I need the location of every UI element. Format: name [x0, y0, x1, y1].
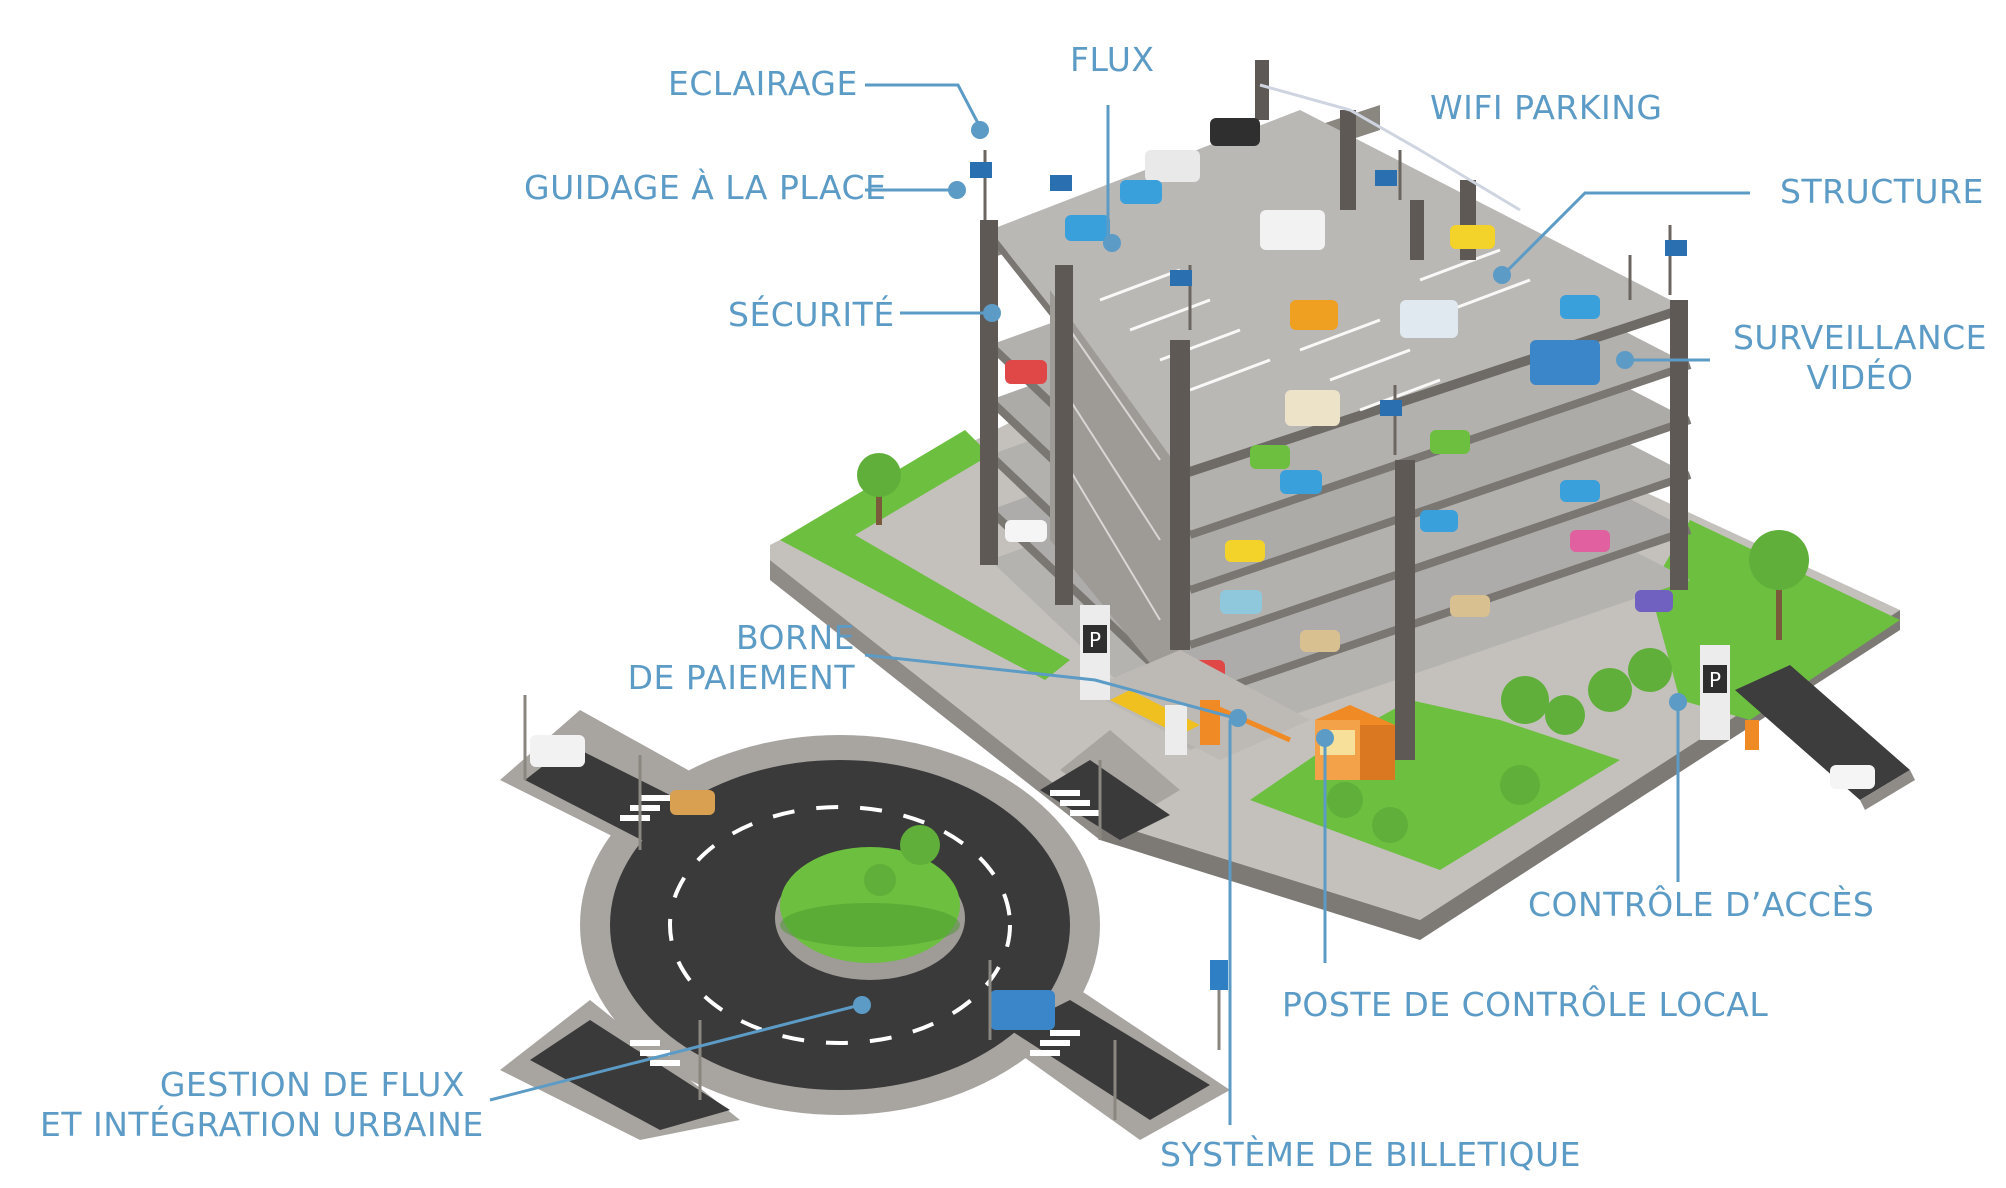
pedestrian-sign: [1210, 960, 1228, 990]
car: [1430, 430, 1470, 454]
car: [1210, 118, 1260, 146]
label-surveillance-line-2: VIDÉO: [1806, 358, 1914, 397]
solar-panel: [970, 162, 992, 178]
bus: [1260, 210, 1325, 250]
label-structure: STRUCTURE: [1780, 172, 1984, 211]
roundabout-intersection: [500, 695, 1230, 1140]
parking-sign-left: P: [1080, 605, 1110, 700]
exit-barrier: [1745, 720, 1759, 750]
pillar: [1255, 60, 1269, 120]
trees: [857, 453, 1809, 843]
car: [1065, 215, 1110, 241]
pillar: [1340, 110, 1356, 210]
solar-panel: [1375, 170, 1397, 186]
callout-dot: [971, 121, 989, 139]
callout-dot: [1493, 266, 1511, 284]
callout-dot: [1316, 729, 1334, 747]
car: [1635, 590, 1673, 612]
callout-dot: [1229, 709, 1247, 727]
car: [1560, 295, 1600, 319]
callout-dot: [983, 304, 1001, 322]
pillar: [1055, 265, 1073, 605]
pillar: [1410, 200, 1424, 260]
label-borne-de-paiement: BORNE DE PAIEMENT: [600, 618, 855, 698]
deck-top: [990, 110, 1680, 470]
label-gestion-line-1: GESTION DE FLUX: [159, 1065, 465, 1104]
exit-road-curb: [1860, 770, 1915, 810]
car: [1005, 520, 1047, 542]
label-gestion-line-2: ET INTÉGRATION URBAINE: [40, 1105, 484, 1144]
bus: [1530, 340, 1600, 385]
label-wifi-parking: WIFI PARKING: [1430, 88, 1663, 127]
solar-panel: [1050, 175, 1072, 191]
van: [1285, 390, 1340, 426]
label-gestion-de-flux: GESTION DE FLUX ET INTÉGRATION URBAINE: [40, 1065, 484, 1145]
solar-panel: [1380, 400, 1402, 416]
van: [530, 735, 585, 767]
exit-road: [1735, 665, 1910, 800]
pillar: [1670, 300, 1688, 590]
callout-dot: [948, 181, 966, 199]
car: [1450, 595, 1490, 617]
car: [670, 790, 715, 815]
car: [1830, 765, 1875, 789]
label-surveillance-line-1: SURVEILLANCE: [1732, 318, 1988, 357]
parking-sign-letter: P: [1089, 628, 1101, 652]
label-borne-line-2: DE PAIEMENT: [627, 658, 855, 697]
label-systeme-de-billetique: SYSTÈME DE BILLETIQUE: [1160, 1135, 1581, 1174]
car: [1005, 360, 1047, 384]
car: [1450, 225, 1495, 249]
ground-side-right: [1100, 610, 1900, 940]
pillar: [1395, 460, 1415, 760]
callout-dot: [1103, 234, 1121, 252]
car: [1420, 510, 1458, 532]
callout-dot: [853, 996, 871, 1014]
label-borne-line-1: BORNE: [736, 618, 855, 657]
callout-line-gestion: [489, 1003, 861, 1102]
label-poste-de-controle-local: POSTE DE CONTRÔLE LOCAL: [1282, 985, 1769, 1024]
ground-side-left: [770, 560, 1100, 840]
label-controle-d-acces: CONTRÔLE D’ACCÈS: [1528, 885, 1875, 924]
label-surveillance-video: SURVEILLANCE VIDÉO: [1720, 318, 2000, 398]
callout-dot: [1616, 351, 1634, 369]
parking-sign-right: P: [1700, 645, 1730, 740]
label-eclairage: ECLAIRAGE: [668, 64, 858, 103]
callout-line-eclairage: [865, 83, 982, 128]
car: [1280, 470, 1322, 494]
car: [1225, 540, 1265, 562]
van: [1400, 300, 1458, 338]
callout-dot: [1669, 693, 1687, 711]
label-securite: SÉCURITÉ: [728, 295, 895, 334]
traffic-light: [638, 970, 648, 1000]
grass-left: [780, 430, 1070, 680]
solar-panel: [1665, 240, 1687, 256]
car: [1300, 630, 1340, 652]
car: [1560, 480, 1600, 502]
bus: [990, 990, 1055, 1030]
car: [1220, 590, 1262, 614]
car: [1290, 300, 1338, 330]
label-flux: FLUX: [1070, 40, 1155, 79]
van: [1145, 150, 1200, 182]
car: [1250, 445, 1290, 469]
payment-kiosk: [1165, 705, 1187, 755]
parking-sign-letter: P: [1709, 668, 1721, 692]
label-guidage-a-la-place: GUIDAGE À LA PLACE: [524, 168, 887, 207]
solar-panel: [1170, 270, 1192, 286]
entrance-road: [1085, 650, 1310, 760]
pillar: [1170, 340, 1190, 650]
pillar: [980, 220, 998, 565]
car: [1120, 180, 1162, 204]
callout-line-structure: [1503, 191, 1750, 275]
car: [1570, 530, 1610, 552]
control-booth: [1315, 705, 1395, 780]
callout-line-borne: [864, 653, 1236, 720]
